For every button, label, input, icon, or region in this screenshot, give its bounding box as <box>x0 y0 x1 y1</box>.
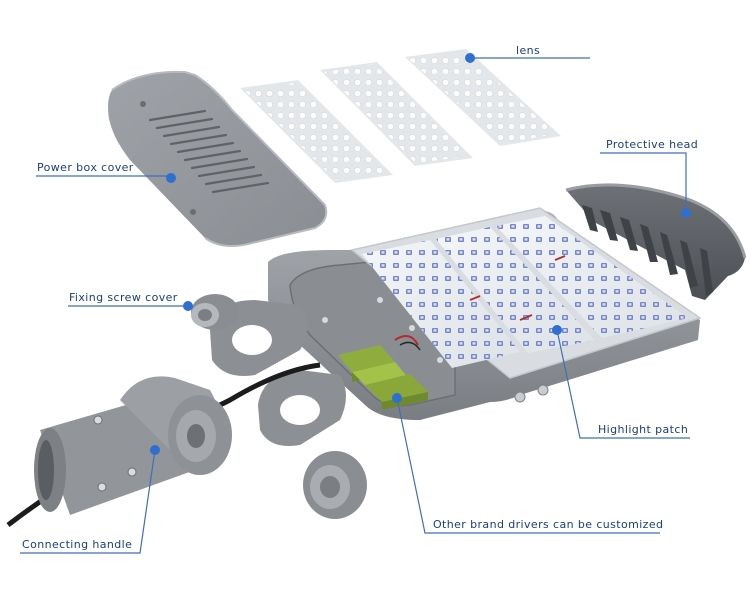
callout-lines <box>20 57 690 554</box>
power-box-cover <box>108 70 328 247</box>
callout-dot <box>166 173 176 183</box>
label-highlight-patch: Highlight patch <box>598 423 689 436</box>
label-lens: lens <box>516 44 541 57</box>
label-fixing-screw-cover: Fixing screw cover <box>69 291 178 304</box>
led-module <box>350 207 702 379</box>
bottom-screw-cover <box>303 451 367 519</box>
callout-dot <box>552 325 562 335</box>
lens-panel-2 <box>320 62 473 166</box>
label-protective-head: Protective head <box>606 138 699 151</box>
driver-modules <box>338 335 428 410</box>
lens-panel-3 <box>405 49 561 146</box>
callout-dot <box>681 208 691 218</box>
side-bolts <box>514 384 549 403</box>
protective-head <box>565 183 747 300</box>
connecting-handle-part <box>34 376 232 515</box>
fixing-screw-cover <box>191 294 239 330</box>
callout-dots <box>150 53 691 455</box>
label-power-box-cover: Power box cover <box>37 161 134 174</box>
callout-dot <box>465 53 475 63</box>
lens-panel-1 <box>240 80 393 183</box>
callout-dot <box>183 301 193 311</box>
callout-dot <box>150 445 160 455</box>
label-connecting-handle: Connecting handle <box>22 538 133 551</box>
label-drivers: Other brand drivers can be customized <box>433 518 664 531</box>
callout-dot <box>392 393 402 403</box>
